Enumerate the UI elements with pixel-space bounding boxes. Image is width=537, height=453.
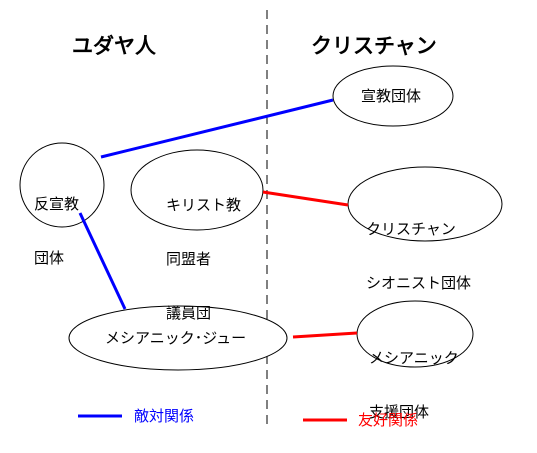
node-messianic-support-label: メシアニック 支援団体 (369, 313, 459, 453)
node-christian-zionist-line2: シオニスト団体 (366, 274, 472, 292)
edge-friendly-messianic-jew-to-support (292, 331, 358, 339)
node-christian-alliance-line2: 同盟者 (166, 250, 212, 268)
node-messianic-support-line1: メシアニック (369, 349, 459, 367)
node-mission-ellipse (332, 65, 454, 127)
node-mission-label: 宣教団体 (361, 87, 422, 105)
legend-hostile-label: 敵対関係 (134, 407, 195, 425)
node-anti-mission-ellipse (19, 142, 105, 228)
header-christian: クリスチャン (311, 34, 437, 58)
edge-hostile-anti-mission-to-mission (100, 98, 334, 159)
node-christian-alliance-ellipse (130, 149, 264, 231)
node-christian-zionist-line1: クリスチャン (366, 220, 456, 238)
node-anti-mission-line1: 反宣教 (34, 195, 80, 213)
legend-friendly-label: 友好関係 (358, 411, 419, 429)
node-messianic-jew-ellipse (68, 305, 288, 371)
header-jewish: ユダヤ人 (72, 34, 156, 58)
node-anti-mission-line2: 団体 (34, 249, 65, 267)
edge-friendly-alliance-to-zionist (262, 190, 349, 207)
node-christian-zionist-label: クリスチャン シオニスト団体 (366, 184, 471, 328)
node-anti-mission-label: 反宣教 団体 (34, 159, 79, 303)
node-christian-alliance-line3: 議員団 (166, 304, 212, 322)
node-messianic-jew-label: メシアニック･ジュー (105, 329, 247, 347)
edge-hostile-anti-mission-to-messianic-jew (78, 212, 127, 310)
node-messianic-support-line2: 支援団体 (369, 403, 430, 421)
node-christian-alliance-line1: キリスト教 (166, 196, 242, 214)
node-christian-alliance-label: キリスト教 同盟者 議員団 (166, 160, 241, 358)
